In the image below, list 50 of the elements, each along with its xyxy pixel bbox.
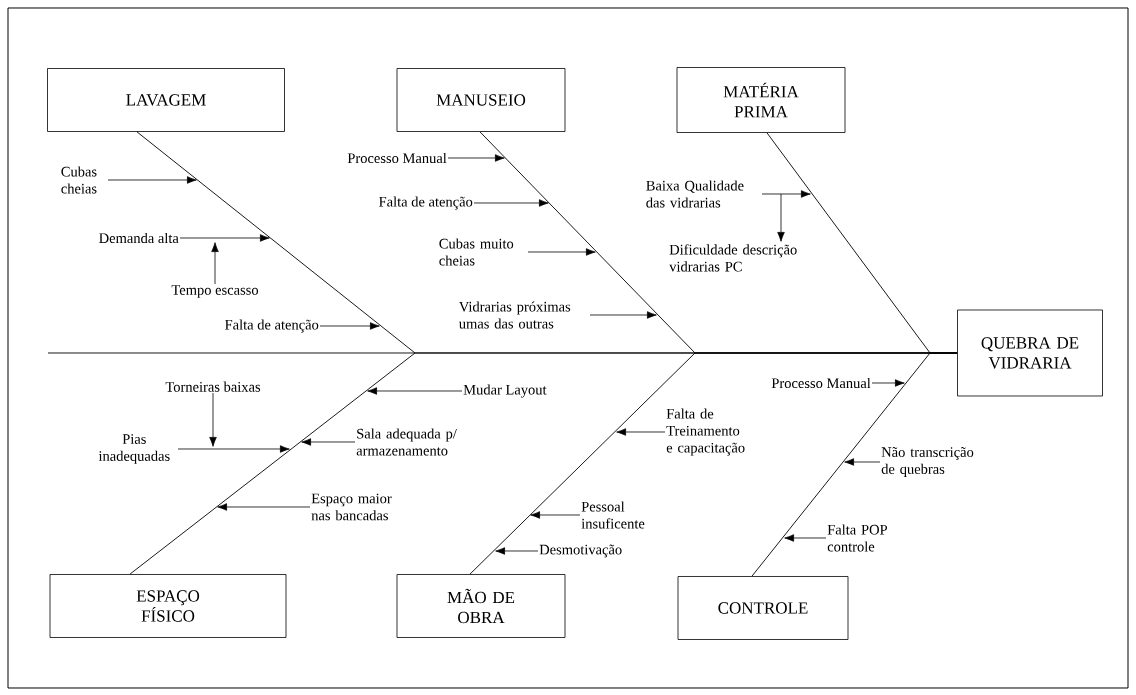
arrow [844,458,881,466]
cause-text: Dificuldade descrição vidrarias PC [669,244,797,272]
cause-text: Pessoal insuficente [581,501,645,529]
category-box: ESPAÇO FÍSICO [49,574,287,638]
arrow [871,379,905,387]
arrow [495,547,539,555]
arrow [784,534,827,542]
arrow [761,190,811,198]
cause-text: Processo Manual [347,152,447,164]
arrow [217,503,311,511]
cause-text: Pias inadequadas [98,434,170,464]
cause-text: Falta de atenção [379,196,473,210]
arrow [319,322,380,330]
arrow [616,428,666,436]
arrow [179,234,270,242]
bone-line [751,352,958,577]
arrow [589,311,657,319]
arrow [301,438,356,446]
cause-text: Cubas cheias [61,166,97,194]
category-box: MANUSEIO [396,68,566,132]
arrow [211,242,219,285]
arrow [367,387,463,395]
category-box: LAVAGEM [47,68,285,132]
cause-text: Desmotivação [539,544,622,558]
cause-text: Processo Manual [771,377,871,389]
cause-text: Mudar Layout [463,384,547,398]
effect-box: QUEBRA DE VIDRARIA [957,309,1103,397]
category-box: MATÉRIA PRIMA [676,67,846,133]
arrow [777,193,785,242]
arrow [177,445,290,453]
cause-text: Falta de atenção [225,319,319,333]
cause-text: Falta POP controle [827,524,888,552]
arrow [447,154,505,162]
cause-text: Sala adequada p/ armazenamento [356,428,457,456]
cause-text: Cubas muito cheias [439,238,514,266]
arrow [527,248,596,256]
arrow [473,199,549,207]
cause-text: Demanda alta [99,232,179,244]
cause-text: Falta de Treinamento e capacitação [666,408,745,456]
cause-text: Não transcrição de quebras [881,447,974,477]
arrow [209,392,217,447]
cause-text: Tempo escasso [171,285,259,298]
cause-text: Espaço maior nas bancadas [311,493,392,521]
arrow [107,176,197,184]
cause-text: Torneiras baixas [165,381,261,392]
category-box: CONTROLE [677,576,849,640]
category-box: MÃO DE OBRA [396,574,566,638]
arrow [530,511,581,519]
cause-text: Baixa Qualidade das vidrarias [646,180,744,208]
cause-text: Vidrarias próximas umas das outras [458,301,571,329]
